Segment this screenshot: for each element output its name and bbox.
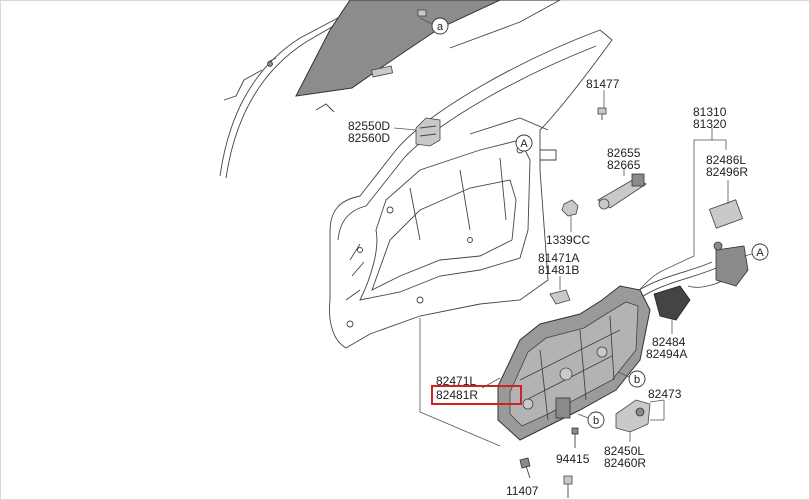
svg-text:a: a <box>437 21 444 33</box>
label-82471L: 82471L <box>436 374 476 388</box>
label-81320: 81320 <box>693 117 727 131</box>
callout-a: a <box>419 17 449 35</box>
label-82550D: 82550D <box>348 119 390 133</box>
regulator-motor <box>615 399 665 442</box>
svg-text:A: A <box>756 247 764 259</box>
svg-text:b: b <box>593 415 599 427</box>
bolt-94415 <box>571 427 579 448</box>
delta-cover-part <box>393 117 441 147</box>
label-11407: 11407 <box>506 484 539 498</box>
svg-text:b: b <box>634 374 640 386</box>
label-82486L: 82486L <box>706 153 746 167</box>
callout-A-right: A <box>743 243 769 261</box>
label-82494A: 82494A <box>646 347 687 361</box>
door-handle-rod <box>597 168 647 210</box>
label-81481B: 81481B <box>538 263 579 277</box>
callout-b-lower: b <box>577 411 605 429</box>
label-94415: 94415 <box>556 452 590 466</box>
callout-A-top: A <box>515 134 533 152</box>
highlight-box <box>431 385 522 405</box>
label-82484: 82484 <box>652 335 686 349</box>
label-81477: 81477 <box>586 77 620 91</box>
label-82473: 82473 <box>648 387 682 401</box>
label-82496R: 82496R <box>706 165 748 179</box>
label-82560D: 82560D <box>348 131 390 145</box>
label-82450L: 82450L <box>604 444 644 458</box>
svg-text:A: A <box>520 138 528 150</box>
callout-b-upper: b <box>617 370 646 388</box>
latch-cable-assembly <box>629 128 749 301</box>
label-81310: 81310 <box>693 105 727 119</box>
window-regulator-module <box>419 285 651 447</box>
label-82460R: 82460R <box>604 456 646 470</box>
label-82481R: 82481R <box>436 388 478 402</box>
door-glass <box>295 0 561 113</box>
nut-1339cc <box>561 199 579 232</box>
label-82665: 82665 <box>607 158 641 172</box>
glass-run-channel <box>219 0 379 179</box>
latch-bracket <box>549 276 571 305</box>
screw-81477 <box>597 90 607 120</box>
label-82655: 82655 <box>607 146 641 160</box>
bracket-82484 <box>653 285 691 334</box>
label-81471A: 81471A <box>538 251 579 265</box>
bolt-11407 <box>519 457 573 498</box>
door-inner-panel <box>329 29 613 349</box>
label-1339CC: 1339CC <box>546 233 590 247</box>
